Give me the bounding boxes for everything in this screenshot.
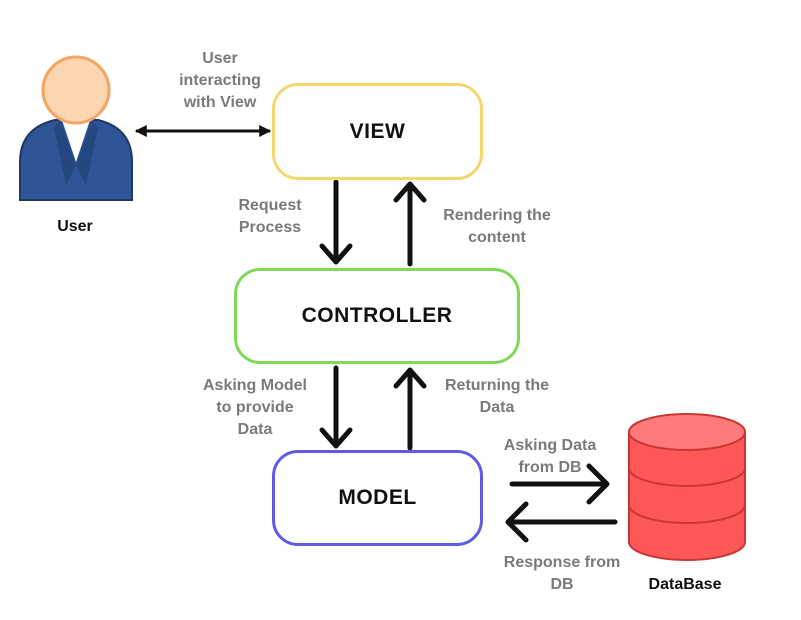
response-db-label: Response from DB [503, 554, 621, 593]
returning-arrow-up [393, 367, 427, 451]
returning-data-label: Returning the Data [445, 377, 549, 416]
user-lapel-left [54, 120, 76, 185]
rendering-content-label: Rendering the content [443, 207, 551, 246]
asking-db-label: Asking Data from DB [503, 437, 597, 476]
asking-model-label: Asking Model to provide Data [202, 377, 307, 438]
user-head [41, 55, 111, 125]
view-box: VIEW [272, 83, 483, 180]
database-top [628, 413, 746, 451]
render-arrow-up [393, 181, 427, 267]
user-lapel-right [76, 120, 98, 185]
database-caption: DataBase [648, 576, 722, 593]
response-db-arrow-left [505, 501, 618, 543]
database-band-1 [628, 467, 746, 487]
asking-db-arrow-right [509, 463, 610, 505]
user-interaction-label: User interacting with View [179, 50, 261, 111]
database-cylinder-icon [628, 413, 746, 561]
user-shirt [62, 120, 90, 162]
database-body [628, 431, 746, 561]
asking-model-arrow-down [319, 365, 353, 449]
request-arrow-down [319, 179, 353, 265]
controller-box: CONTROLLER [234, 268, 520, 364]
model-box: MODEL [272, 450, 483, 546]
request-process-label: Request Process [238, 197, 302, 236]
user-person-icon [19, 55, 133, 201]
user-caption: User [57, 218, 93, 235]
database-band-2 [628, 504, 746, 524]
